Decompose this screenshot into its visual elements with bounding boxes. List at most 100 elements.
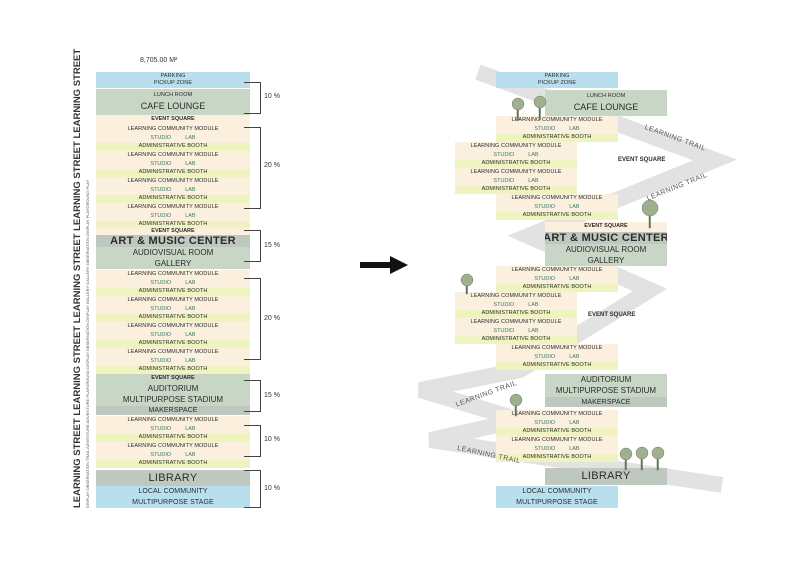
local-community-block: LOCAL COMMUNITY	[96, 486, 250, 497]
admin-booth-block: ADMINISTRATIVE BOOTH	[96, 434, 250, 442]
lunch-room-label: LUNCH ROOM	[153, 92, 193, 99]
percent-5: 15 %	[264, 392, 280, 399]
right-studio-label: STUDIO	[534, 353, 556, 360]
gallery-label: GALLERY	[154, 258, 192, 268]
admin-booth-label: ADMINISTRATIVE BOOTH	[138, 195, 208, 202]
lab-label: LAB	[185, 425, 196, 432]
event-square-label-3: EVENT SQUARE	[151, 375, 195, 382]
tree-icon	[509, 393, 523, 417]
auditorium-block: AUDITORIUM	[96, 383, 250, 394]
stadium-block: MULTIPURPOSE STADIUM	[96, 394, 250, 406]
right-module-block: LEARNING COMMUNITY MODULE	[455, 318, 577, 327]
library-label: LIBRARY	[148, 471, 198, 484]
admin-booth-label: ADMINISTRATIVE BOOTH	[138, 143, 208, 150]
studio-label: STUDIO	[150, 451, 172, 458]
right-sta-block: MULTIPURPOSE STADIUM	[545, 385, 667, 397]
bracket-6	[244, 425, 261, 457]
right-lab-label: LAB	[569, 203, 580, 210]
right-admin-booth-block: ADMINISTRATIVE BOOTH	[496, 428, 618, 436]
right-admin-booth-block: ADMINISTRATIVE BOOTH	[455, 310, 577, 318]
module-label: LEARNING COMMUNITY MODULE	[127, 348, 219, 355]
admin-booth-block: ADMINISTRATIVE BOOTH	[96, 340, 250, 348]
right-mak-block: MAKERSPACE	[545, 397, 667, 407]
right-ms-block: MULTIPURPOSE STAGE	[496, 497, 618, 508]
right-module-label: LEARNING COMMUNITY MODULE	[470, 292, 562, 299]
right-studio-label: STUDIO	[534, 203, 556, 210]
art-music-label: ART & MUSIC CENTER	[110, 235, 236, 247]
module-block: LEARNING COMMUNITY MODULE	[96, 296, 250, 305]
right-module-label: LEARNING COMMUNITY MODULE	[511, 116, 603, 123]
right-admin-booth-block: ADMINISTRATIVE BOOTH	[496, 134, 618, 142]
stadium-label: MULTIPURPOSE STADIUM	[122, 395, 224, 404]
right-admin-booth-label: ADMINISTRATIVE BOOTH	[522, 454, 592, 461]
lab-label: LAB	[185, 451, 196, 458]
right-sta-label: MULTIPURPOSE STADIUM	[555, 386, 657, 395]
right-lc-block: LOCAL COMMUNITY	[496, 486, 618, 497]
module-block: LEARNING COMMUNITY MODULE	[96, 177, 250, 186]
admin-booth-block: ADMINISTRATIVE BOOTH	[96, 143, 250, 151]
admin-booth-block: ADMINISTRATIVE BOOTH	[96, 460, 250, 468]
right-cafe-label: CAFE LOUNGE	[573, 101, 639, 112]
right-module-block: LEARNING COMMUNITY MODULE	[496, 116, 618, 125]
right-av-label: AUDIOVISUAL ROOM	[565, 244, 647, 254]
cafe-block: LUNCH ROOM CAFE LOUNGE	[96, 89, 250, 115]
module-block: LEARNING COMMUNITY MODULE	[96, 416, 250, 425]
audiovisual-label: AUDIOVISUAL ROOM	[132, 247, 214, 257]
event-square-label-2: EVENT SQUARE	[151, 228, 195, 235]
right-aud-label: AUDITORIUM	[580, 374, 632, 384]
lab-label: LAB	[185, 160, 196, 167]
right-lab-label: LAB	[569, 419, 580, 426]
cafe-lounge-label: CAFE LOUNGE	[140, 100, 206, 111]
right-module-label: LEARNING COMMUNITY MODULE	[511, 194, 603, 201]
right-lab-label: LAB	[528, 301, 539, 308]
module-block: LEARNING COMMUNITY MODULE	[96, 442, 250, 451]
right-admin-booth-block: ADMINISTRATIVE BOOTH	[455, 160, 577, 168]
lab-label: LAB	[185, 305, 196, 312]
module-label: LEARNING COMMUNITY MODULE	[127, 296, 219, 303]
right-art-block: ART & MUSIC CENTER	[545, 232, 667, 244]
right-studio-lab-row: STUDIO LAB	[496, 203, 618, 212]
lab-label: LAB	[185, 134, 196, 141]
admin-booth-label: ADMINISTRATIVE BOOTH	[138, 434, 208, 441]
right-module-block: LEARNING COMMUNITY MODULE	[496, 194, 618, 203]
right-es-label: EVENT SQUARE	[584, 223, 628, 230]
right-admin-booth-label: ADMINISTRATIVE BOOTH	[481, 310, 551, 317]
admin-booth-block: ADMINISTRATIVE BOOTH	[96, 221, 250, 229]
module-label: LEARNING COMMUNITY MODULE	[127, 125, 219, 132]
makerspace-label: MAKERSPACE	[148, 407, 198, 414]
auditorium-label: AUDITORIUM	[147, 383, 199, 393]
right-event-square-1: EVENT SQUARE	[618, 157, 666, 163]
right-module-label: LEARNING COMMUNITY MODULE	[511, 344, 603, 351]
area-label: 8,705.00 M²	[140, 57, 178, 64]
lab-label: LAB	[185, 357, 196, 364]
studio-label: STUDIO	[150, 331, 172, 338]
program-stack: PARKING PICKUP ZONE LUNCH ROOM CAFE LOUN…	[96, 72, 250, 508]
tree-icon	[511, 97, 525, 121]
right-module-block: LEARNING COMMUNITY MODULE	[496, 436, 618, 445]
right-admin-booth-block: ADMINISTRATIVE BOOTH	[455, 186, 577, 194]
right-studio-label: STUDIO	[493, 327, 515, 334]
right-lunch-label: LUNCH ROOM	[586, 93, 626, 100]
module-block: LEARNING COMMUNITY MODULE	[96, 203, 250, 212]
right-admin-booth-label: ADMINISTRATIVE BOOTH	[522, 134, 592, 141]
right-lab-label: LAB	[528, 327, 539, 334]
right-module-block: LEARNING COMMUNITY MODULE	[455, 168, 577, 177]
bracket-1	[244, 82, 261, 114]
module-label: LEARNING COMMUNITY MODULE	[127, 177, 219, 184]
studio-label: STUDIO	[150, 134, 172, 141]
tree-icon	[641, 199, 659, 229]
right-admin-booth-label: ADMINISTRATIVE BOOTH	[522, 284, 592, 291]
admin-booth-label: ADMINISTRATIVE BOOTH	[138, 288, 208, 295]
admin-booth-label: ADMINISTRATIVE BOOTH	[138, 221, 208, 228]
